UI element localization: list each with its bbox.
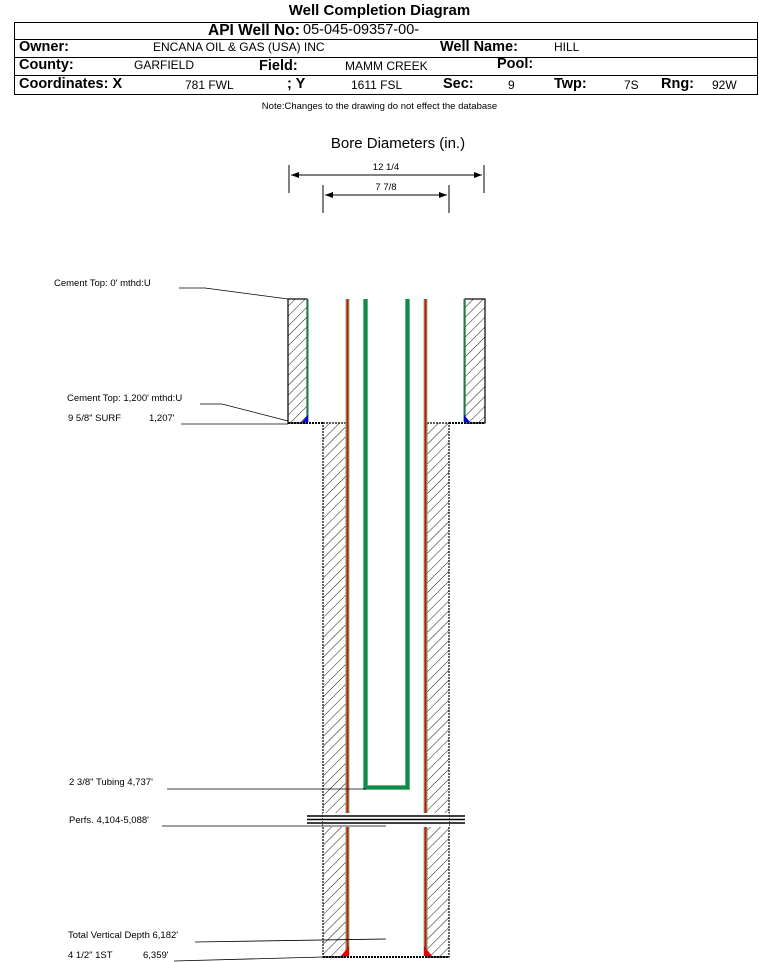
cement-top-production-label: Cement Top: 1,200' mthd:U — [67, 393, 182, 404]
coord-x-label: Coordinates: X — [19, 76, 123, 92]
api-value: 05-045-09357-00- — [303, 22, 420, 38]
county-value: GARFIELD — [134, 58, 195, 72]
twp-value: 7S — [624, 78, 639, 92]
owner-value: ENCANA OIL & GAS (USA) INC — [153, 40, 325, 54]
sec-value: 9 — [508, 78, 515, 92]
production-casing-leader — [173, 956, 324, 962]
county-row: County: GARFIELD Field: MAMM CREEK Pool: — [15, 56, 757, 76]
total-vertical-depth-leader — [194, 938, 387, 943]
surface-cement-right — [464, 298, 486, 424]
bore-diameter-label-1: 12 1/4 — [373, 162, 399, 173]
cement-top-surface-leader — [179, 287, 289, 300]
rng-label: Rng: — [661, 76, 695, 92]
well-name-label: Well Name: — [440, 39, 518, 55]
api-row: API Well No: 05-045-09357-00- — [15, 22, 757, 40]
pool-label: Pool: — [497, 56, 534, 72]
surface-casing-depth: 1,207' — [149, 413, 175, 424]
surface-casing-label: 9 5/8" SURF — [68, 413, 121, 424]
owner-label: Owner: — [19, 39, 69, 55]
database-note: Note:Changes to the drawing do not effec… — [261, 101, 498, 112]
well-name-value: HILL — [554, 40, 580, 54]
coord-y-label: ; Y — [287, 76, 306, 92]
twp-label: Twp: — [554, 76, 587, 92]
production-casing-depth: 6,359' — [143, 950, 169, 961]
cement-top-surface-label: Cement Top: 0' mthd:U — [54, 278, 151, 289]
api-label: API Well No: — [208, 22, 300, 39]
tubing-label: 2 3/8" Tubing 4,737' — [69, 777, 153, 788]
surface-cement-left — [287, 298, 308, 424]
field-value: MAMM CREEK — [345, 59, 428, 73]
production-casing-shoe-right — [424, 946, 432, 956]
surface-casing-shoe-right — [464, 415, 470, 422]
rng-value: 92W — [712, 78, 737, 92]
coordinates-row: Coordinates: X 781 FWL ; Y 1611 FSL Sec:… — [15, 75, 757, 95]
owner-row: Owner: ENCANA OIL & GAS (USA) INC Well N… — [15, 39, 757, 58]
field-label: Field: — [259, 58, 298, 74]
tubing — [363, 299, 410, 790]
production-casing-shoe-left — [341, 946, 349, 956]
coord-y-value: 1611 FSL — [351, 78, 403, 92]
sec-label: Sec: — [443, 76, 474, 92]
production-casing-label: 4 1/2" 1ST — [68, 950, 113, 961]
bore-dimension-12-1-4: 12 1/4 — [288, 162, 485, 193]
total-vertical-depth-label: Total Vertical Depth 6,182' — [68, 930, 178, 941]
production-cement-left — [322, 422, 347, 958]
production-cement-right — [426, 422, 450, 958]
diagram-title: Well Completion Diagram — [288, 2, 471, 19]
well-header-table: API Well No: 05-045-09357-00- Owner: ENC… — [14, 22, 758, 95]
cement-top-production-leader — [200, 403, 289, 422]
surface-casing-shoe-left — [302, 415, 308, 422]
coord-x-value: 781 FWL — [185, 78, 234, 92]
perforations-label: Perfs. 4,104-5,088' — [69, 815, 149, 826]
bore-dimension-7-7-8: 7 7/8 — [322, 182, 450, 213]
county-label: County: — [19, 57, 74, 73]
bore-diameters-title: Bore Diameters (in.) — [331, 135, 465, 152]
perforations — [307, 815, 465, 824]
bore-diameter-label-2: 7 7/8 — [375, 182, 396, 193]
